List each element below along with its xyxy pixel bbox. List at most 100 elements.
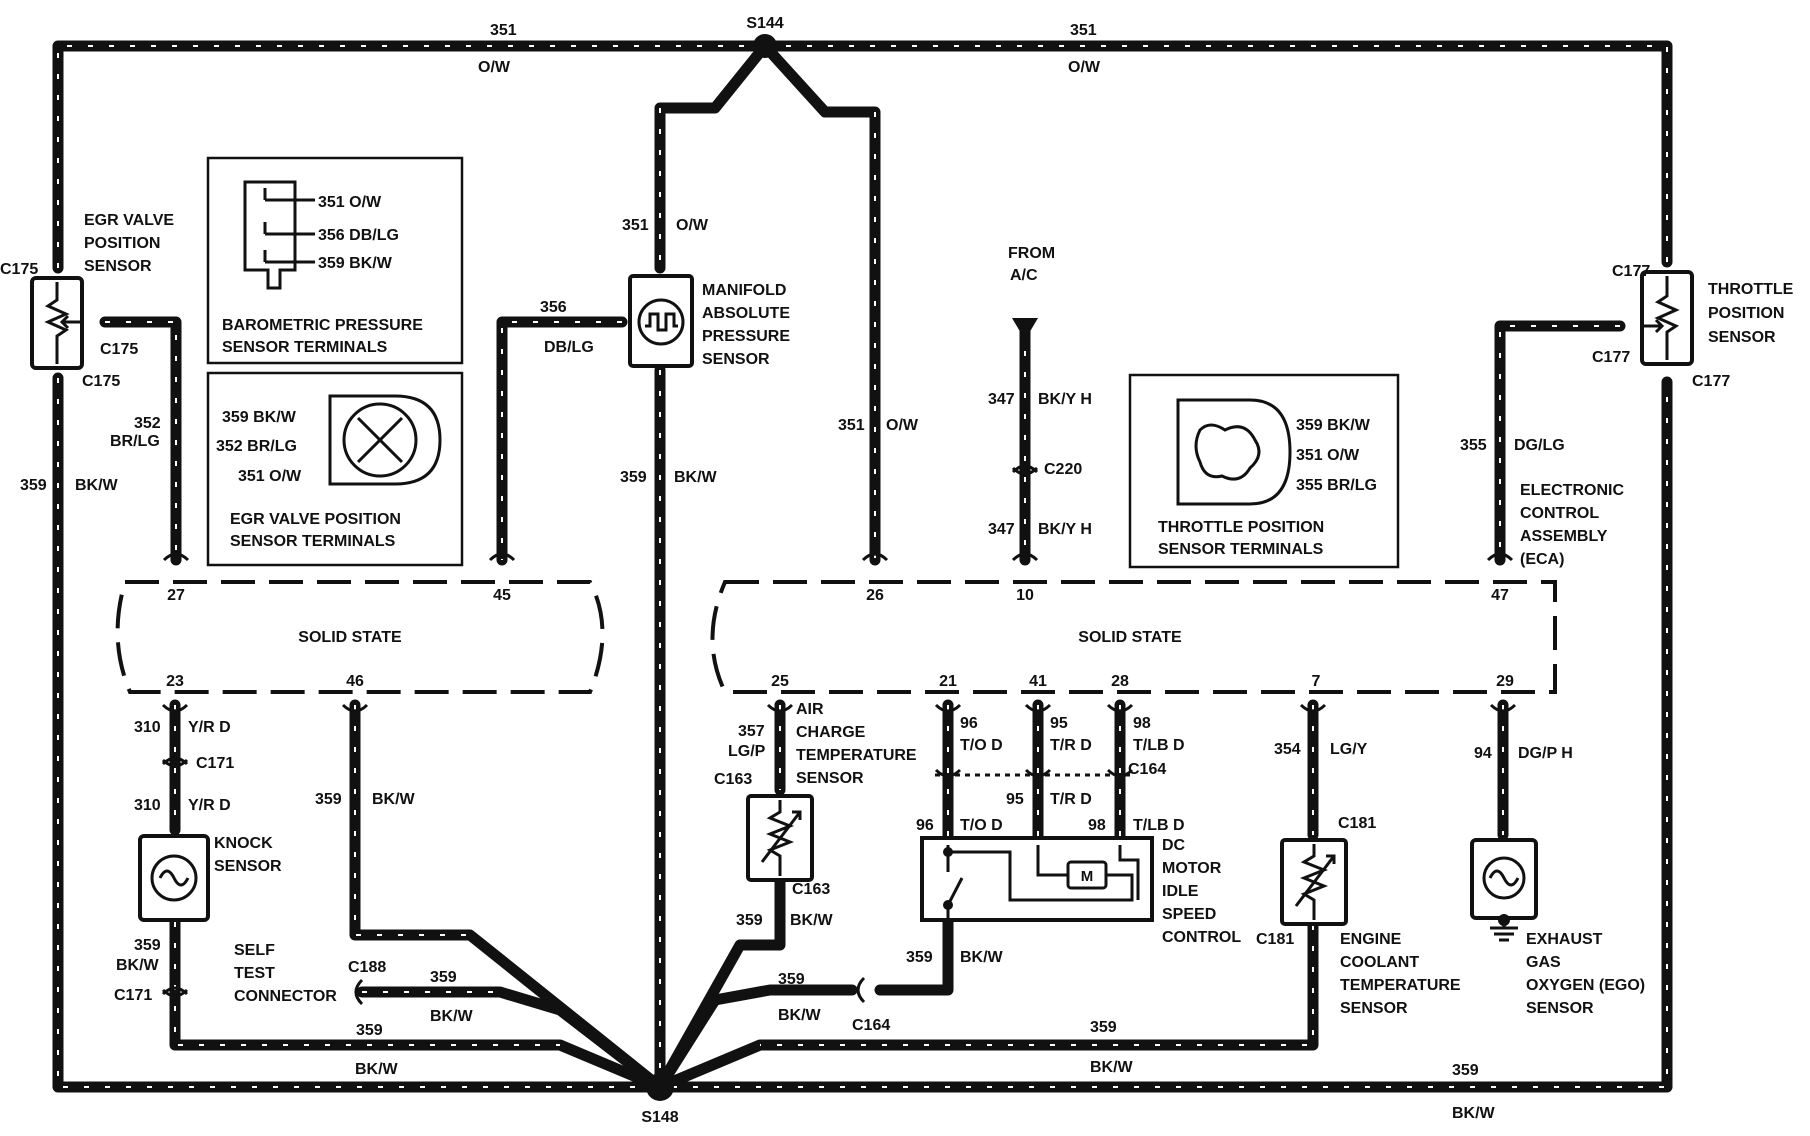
self-test-connector: SELF TEST CONNECTOR C188 359 BK/W 359 bbox=[234, 942, 474, 1039]
isc-98-color: T/LB D bbox=[1133, 737, 1185, 754]
tps-connector-top: C177 bbox=[1612, 263, 1650, 280]
isc-motor-label: M bbox=[1081, 868, 1094, 885]
throttle-position-sensor: THROTTLE POSITION SENSOR C177 C177 C177 … bbox=[1460, 263, 1794, 454]
eca-title-1: ELECTRONIC bbox=[1520, 482, 1624, 499]
ect-connector-bottom: C181 bbox=[1256, 931, 1294, 948]
self-test-title-2: TEST bbox=[234, 965, 275, 982]
act-connector-top: C163 bbox=[714, 771, 752, 788]
isc-96-circuit-lower: 96 bbox=[916, 817, 934, 834]
egr-term-2: 352 BR/LG bbox=[216, 438, 297, 455]
splice-s144-dot bbox=[753, 34, 777, 58]
ego-94-circuit: 94 bbox=[1474, 745, 1492, 762]
eca-pin-46: 46 bbox=[346, 673, 364, 690]
isc-359-circuit-2: 359 bbox=[778, 971, 805, 988]
eca-pin-21: 21 bbox=[939, 673, 957, 690]
wires bbox=[52, 40, 1673, 1093]
ego-title-4: SENSOR bbox=[1526, 1000, 1594, 1017]
eca-pin-41: 41 bbox=[1029, 673, 1047, 690]
map-title-3: PRESSURE bbox=[702, 328, 790, 345]
ect-title-1: ENGINE bbox=[1340, 931, 1402, 948]
isc-connector: C164 bbox=[1128, 761, 1166, 778]
isc-359-circuit: 359 bbox=[906, 949, 933, 966]
wire-359-selftest bbox=[356, 986, 666, 1093]
egr-connector-top: C175 bbox=[0, 261, 38, 278]
air-charge-temperature-sensor: AIR CHARGE TEMPERATURE SENSOR 357 LG/P C… bbox=[714, 701, 917, 929]
egr-352-color: BR/LG bbox=[110, 433, 160, 450]
splice-s148-label: S148 bbox=[641, 1109, 678, 1126]
ect-359-circuit: 359 bbox=[1090, 1019, 1117, 1036]
tps-term-2: 351 O/W bbox=[1296, 447, 1360, 464]
eca-pin-26: 26 bbox=[866, 587, 884, 604]
egr-connector-bottom: C175 bbox=[82, 373, 120, 390]
tps-term-3: 355 BR/LG bbox=[1296, 477, 1377, 494]
map-359-circuit: 359 bbox=[620, 469, 647, 486]
knock-connector-2: C171 bbox=[114, 987, 152, 1004]
egr-terms-caption-1: EGR VALVE POSITION bbox=[230, 511, 401, 528]
isc-359-color-2: BK/W bbox=[778, 1007, 822, 1024]
connector-hooks bbox=[161, 464, 1517, 998]
ect-title-2: COOLANT bbox=[1340, 954, 1419, 971]
isc-98-color-lower: T/LB D bbox=[1133, 817, 1185, 834]
tps-connector-side: C177 bbox=[1592, 349, 1630, 366]
knock-310-color-2: Y/R D bbox=[188, 797, 231, 814]
egr-title-1: EGR VALVE bbox=[84, 212, 174, 229]
ect-354-color: LG/Y bbox=[1330, 741, 1368, 758]
map-356-color: DB/LG bbox=[544, 339, 594, 356]
act-357-color: LG/P bbox=[728, 743, 766, 760]
baro-term-2: 356 DB/LG bbox=[318, 227, 399, 244]
act-357-circuit: 357 bbox=[738, 723, 765, 740]
tps-355-circuit: 355 bbox=[1460, 437, 1487, 454]
map-feed-circuit: 351 bbox=[622, 217, 649, 234]
eca-pin-27: 27 bbox=[167, 587, 185, 604]
egr-connector-side: C175 bbox=[100, 341, 138, 358]
baro-terminals-panel: 351 O/W 356 DB/LG 359 BK/W BAROMETRIC PR… bbox=[206, 156, 464, 365]
knock-connector: C171 bbox=[196, 755, 234, 772]
ect-354-circuit: 354 bbox=[1274, 741, 1301, 758]
wire-359-left bbox=[52, 372, 666, 1093]
engine-coolant-temperature-sensor: ENGINE COOLANT TEMPERATURE SENSOR 354 LG… bbox=[1090, 741, 1461, 1036]
isc-title-1: DC bbox=[1162, 837, 1186, 854]
tps-title-2: POSITION bbox=[1708, 305, 1784, 322]
self-test-359-circuit: 359 bbox=[430, 969, 457, 986]
act-title-4: SENSOR bbox=[796, 770, 864, 787]
ac-title-2: A/C bbox=[1010, 267, 1038, 284]
egr-title-2: POSITION bbox=[84, 235, 160, 252]
eca-pin-45: 45 bbox=[493, 587, 511, 604]
tps-title-3: SENSOR bbox=[1708, 329, 1776, 346]
baro-caption-2: SENSOR TERMINALS bbox=[222, 339, 388, 356]
map-sensor: MANIFOLD ABSOLUTE PRESSURE SENSOR 351 O/… bbox=[540, 217, 790, 486]
tps-terms-caption-2: SENSOR TERMINALS bbox=[1158, 541, 1324, 558]
egr-352-circuit: 352 bbox=[134, 415, 161, 432]
tps-term-1: 359 BK/W bbox=[1296, 417, 1371, 434]
wire-359-pin46 bbox=[349, 699, 666, 1093]
tps-terminals-panel: 359 BK/W 351 O/W 355 BR/LG THROTTLE POSI… bbox=[1128, 373, 1400, 569]
tps-terms-caption-1: THROTTLE POSITION bbox=[1158, 519, 1324, 536]
map-title-4: SENSOR bbox=[702, 351, 770, 368]
eca-title-2: CONTROL bbox=[1520, 505, 1599, 522]
isc-ground-connector: C164 bbox=[852, 1017, 890, 1034]
eca-pin-23: 23 bbox=[166, 673, 184, 690]
ego-title-2: GAS bbox=[1526, 954, 1561, 971]
act-connector-bottom: C163 bbox=[792, 881, 830, 898]
wire-351-map bbox=[654, 40, 771, 274]
ac-title-1: FROM bbox=[1008, 245, 1055, 262]
act-title-3: TEMPERATURE bbox=[796, 747, 917, 764]
bottom-left-color: BK/W bbox=[355, 1061, 399, 1078]
knock-title-1: KNOCK bbox=[214, 835, 273, 852]
eca-solid-state-left: SOLID STATE bbox=[298, 629, 402, 646]
egr-term-1: 359 BK/W bbox=[222, 409, 297, 426]
tps-355-color: DG/LG bbox=[1514, 437, 1565, 454]
isc-98-circuit: 98 bbox=[1133, 715, 1151, 732]
bottom-right-circuit: 359 bbox=[1452, 1062, 1479, 1079]
wire-351-loop-right bbox=[759, 40, 1673, 268]
knock-310-color: Y/R D bbox=[188, 719, 231, 736]
knock-310-circuit-2: 310 bbox=[134, 797, 161, 814]
isc-96-color-lower: T/O D bbox=[960, 817, 1003, 834]
top-right-circuit: 351 bbox=[1070, 22, 1097, 39]
top-left-circuit: 351 bbox=[490, 22, 517, 39]
map-356-circuit: 356 bbox=[540, 299, 567, 316]
map-title-2: ABSOLUTE bbox=[702, 305, 790, 322]
eca-pin-28: 28 bbox=[1111, 673, 1129, 690]
egr-title-3: SENSOR bbox=[84, 258, 152, 275]
eca-pin-25: 25 bbox=[771, 673, 789, 690]
